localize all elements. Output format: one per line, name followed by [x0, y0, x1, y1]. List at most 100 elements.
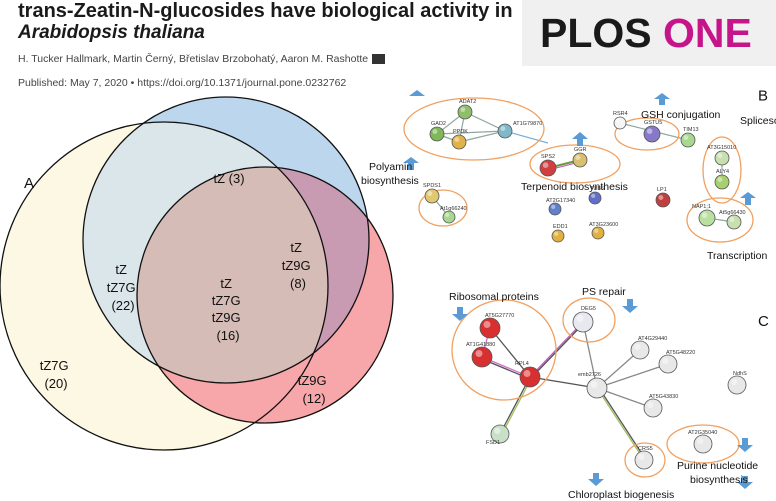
network-node-highlight [445, 212, 450, 217]
cluster-label-polyamin-1: Polyamin [369, 161, 412, 173]
network-node-label: EDD1 [553, 224, 568, 230]
venn-region-tz9g-only: tZ9G (12) [298, 373, 331, 406]
network-node [572, 152, 588, 168]
network-node [693, 434, 713, 454]
network-c: C [449, 286, 769, 501]
network-node-label: FSD1 [486, 440, 500, 446]
network-node [572, 311, 594, 333]
cluster-label-ribosomal: Ribosomal proteins [449, 291, 539, 303]
network-node-label: AT3G15010 [707, 145, 736, 151]
network-node [519, 366, 541, 388]
network-b: B [361, 88, 776, 262]
authors-text[interactable]: H. Tucker Hallmark, Martin Černý, Břetis… [18, 53, 369, 65]
network-node-highlight [554, 231, 559, 236]
network-node-highlight [658, 195, 664, 200]
network-node-label: TIM13 [683, 127, 699, 133]
panel-label-a: A [24, 175, 34, 192]
logo-one: ONE [663, 10, 752, 56]
network-node [643, 125, 661, 143]
network-node-label: AT1G79870 [513, 121, 542, 127]
network-node [586, 377, 608, 399]
network-node [634, 450, 654, 470]
network-node [548, 202, 562, 216]
network-node-highlight [591, 193, 596, 198]
network-node-highlight [717, 153, 723, 158]
cluster-label-transcription: Transcription [707, 250, 767, 262]
cluster-label-splicesome: Splicesome [740, 115, 776, 127]
venn-diagram: A tZ (3) tZ tZ7G (22) tZ tZ7G tZ9G (16) … [0, 96, 394, 451]
network-node-label: AT2G35040 [688, 430, 717, 436]
network-node-highlight [576, 315, 584, 322]
network-node-highlight [731, 378, 738, 385]
article-title-line1: trans-Zeatin-N-glucosides have biologica… [18, 0, 513, 22]
network-node [424, 188, 440, 204]
network-node [490, 424, 510, 444]
network-node [680, 132, 696, 148]
network-node-label: CRS5 [638, 446, 653, 452]
network-node [643, 398, 663, 418]
network-node-label: PPDK [453, 129, 468, 135]
network-node-highlight [575, 155, 581, 160]
venn-region-all: tZ tZ7G tZ9G (16) [212, 276, 245, 343]
venn-region-tz7g-only: tZ7G (20) [40, 358, 73, 391]
network-node-label: TUB5 [590, 186, 604, 192]
plos-one-logo: PLOS ONE [522, 0, 776, 66]
network-node-highlight [683, 135, 689, 140]
network-node-highlight [590, 381, 598, 388]
network-node-label: SPDS1 [423, 183, 441, 189]
network-node-highlight [483, 321, 491, 328]
network-node [497, 123, 513, 139]
network-node [539, 159, 557, 177]
network-node [429, 126, 445, 142]
network-node-highlight [542, 162, 549, 168]
network-node [714, 150, 730, 166]
network-node-label: ALY4 [716, 169, 729, 175]
cluster-label-ps-repair: PS repair [582, 286, 626, 298]
network-node [591, 226, 605, 240]
cluster-label-chloroplast: Chloroplast biogenesis [568, 489, 674, 501]
network-node-label: AT3G23600 [589, 222, 618, 228]
network-node-highlight [647, 401, 654, 408]
network-node-label: GSTU5 [644, 120, 662, 126]
cluster-label-purine-2: biosynthesis [690, 474, 748, 486]
network-node [726, 214, 742, 230]
email-icon[interactable] [372, 54, 386, 65]
venn-region-tz-tz9g: tZ tZ9G (8) [282, 240, 315, 291]
figure: A tZ (3) tZ tZ7G (22) tZ tZ7G tZ9G (16) … [0, 88, 776, 501]
network-node-label: emb2726 [578, 372, 601, 378]
network-node-label: RPL4 [515, 361, 529, 367]
network-node-highlight [523, 370, 531, 377]
network-node [457, 104, 473, 120]
network-node-highlight [729, 217, 735, 222]
network-node [551, 229, 565, 243]
network-node-label: LP1 [657, 187, 667, 193]
network-node [630, 340, 650, 360]
network-node-label: AT5G48220 [666, 350, 695, 356]
network-node-highlight [616, 118, 621, 123]
network-node [698, 209, 716, 227]
cluster-label-purine-1: Purine nucleotide [677, 460, 758, 472]
network-node-highlight [594, 228, 599, 233]
network-node-highlight [638, 453, 645, 460]
network-node-label: GAD2 [431, 121, 446, 127]
network-node-label: At1g66240 [440, 206, 467, 212]
network-node [655, 192, 671, 208]
network-node-highlight [460, 107, 466, 112]
author-list: H. Tucker Hallmark, Martin Černý, Břetis… [18, 53, 386, 65]
network-node-highlight [454, 137, 460, 142]
network-node-label: At5g66430 [719, 210, 746, 216]
network-node-label: SPS2 [541, 154, 555, 160]
network-node-highlight [551, 204, 556, 209]
cluster-label-gsh: GSH conjugation [641, 109, 721, 121]
network-node-label: NdhS [733, 371, 747, 377]
network-node [479, 317, 501, 339]
network-node-label: AT5G43830 [649, 394, 678, 400]
network-node-highlight [634, 343, 641, 350]
network-node-highlight [701, 212, 708, 218]
cluster-label-terpenoid: Terpenoid biosynthesis [521, 181, 628, 193]
network-node-label: ADAT2 [459, 99, 476, 105]
network-node [658, 354, 678, 374]
network-node-label: AT2G17340 [546, 198, 575, 204]
network-node-label: RSR4 [613, 111, 628, 117]
network-node [588, 191, 602, 205]
